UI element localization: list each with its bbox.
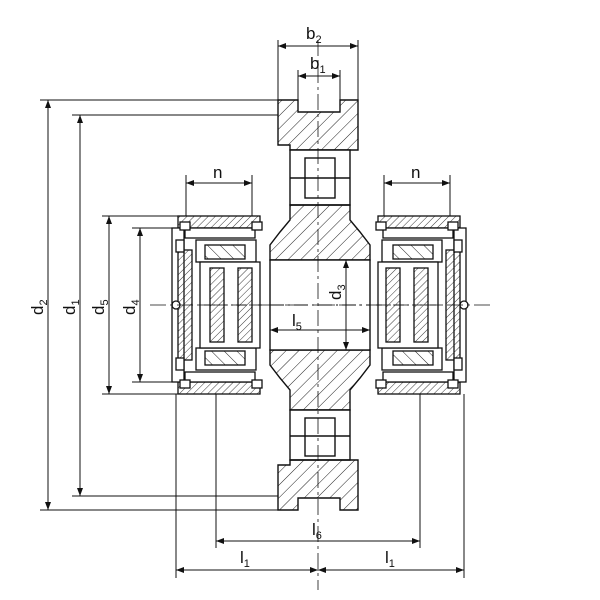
label-n-left: n [213, 163, 222, 182]
label-d5: d5 [89, 299, 111, 315]
label-d2: d2 [28, 299, 50, 315]
label-d1: d1 [60, 299, 82, 315]
label-b2: b2 [306, 24, 322, 46]
arrowheads [45, 43, 464, 573]
label-d3: d3 [326, 284, 348, 300]
label-l1-left: l1 [240, 548, 250, 570]
label-l6: l6 [312, 520, 322, 542]
center-lines [150, 40, 490, 590]
dimension-labels: b2 b1 d2 d1 d5 d4 d3 l5 n n l6 l1 l1 [28, 24, 420, 570]
wheel-body [269, 99, 371, 511]
dimension-lines [40, 40, 465, 578]
label-l5: l5 [292, 311, 302, 333]
label-n-right: n [411, 163, 420, 182]
label-l1-right: l1 [385, 548, 395, 570]
label-d4: d4 [120, 299, 142, 315]
label-b1: b1 [310, 54, 326, 76]
